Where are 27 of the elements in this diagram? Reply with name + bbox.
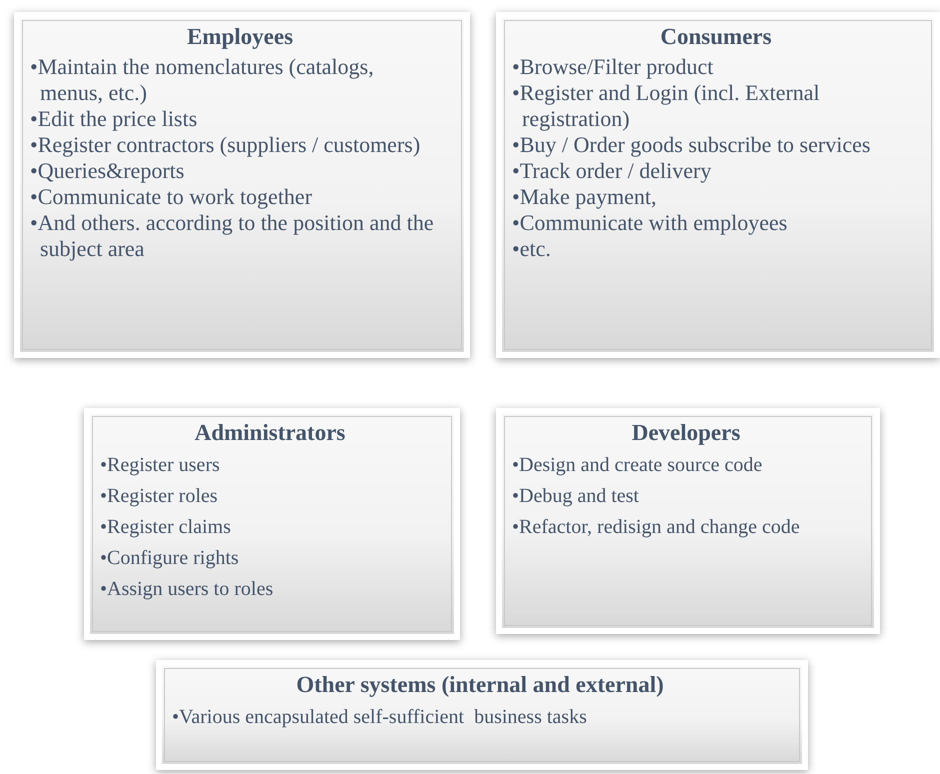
bullet-item: •Assign users to roles: [100, 577, 274, 602]
bullet-item: •Register and Login (incl. External registration): [512, 80, 821, 132]
bullet-item: •Register contractors (suppliers / customers): [30, 132, 422, 158]
bullet-item: •Communicate with employees: [512, 210, 788, 236]
bullet-item: •Communicate to work together: [30, 184, 314, 210]
bullet-item: •Queries&reports: [30, 158, 186, 184]
bullet-item: •Browse/Filter product: [512, 54, 714, 80]
bullet-item: •Edit the price lists: [30, 106, 198, 132]
card-heading: Other systems (internal and external): [295, 672, 665, 698]
bullet-item: •Register users: [100, 453, 221, 478]
bullet-item: •Various encapsulated self-sufficient business tasks: [172, 705, 588, 730]
bullet-item: •Register roles: [100, 484, 219, 510]
bullet-item: •Debug and test: [512, 484, 640, 510]
bullet-item: •Configure rights: [100, 546, 240, 572]
card-heading: Employees: [186, 24, 294, 50]
bullet-item: •Buy / Order goods subscribe to services: [512, 132, 872, 158]
bullet-item: •Track order / delivery: [512, 158, 712, 184]
bullet-item: •Maintain the nomenclatures (catalogs, menus, etc.): [30, 54, 375, 106]
bullet-item: •Design and create source code: [512, 453, 764, 478]
bullet-item: •Make payment,: [512, 184, 658, 210]
bullet-item: •Register claims: [100, 515, 232, 540]
card-heading: Consumers: [659, 24, 773, 50]
bullet-item: •And others. according to the position and the subject area: [30, 210, 435, 262]
card-heading: Developers: [630, 420, 742, 446]
bullet-item: •etc.: [512, 236, 552, 262]
bullet-item: •Refactor, redisign and change code: [512, 515, 801, 540]
card-heading: Administrators: [194, 420, 346, 446]
